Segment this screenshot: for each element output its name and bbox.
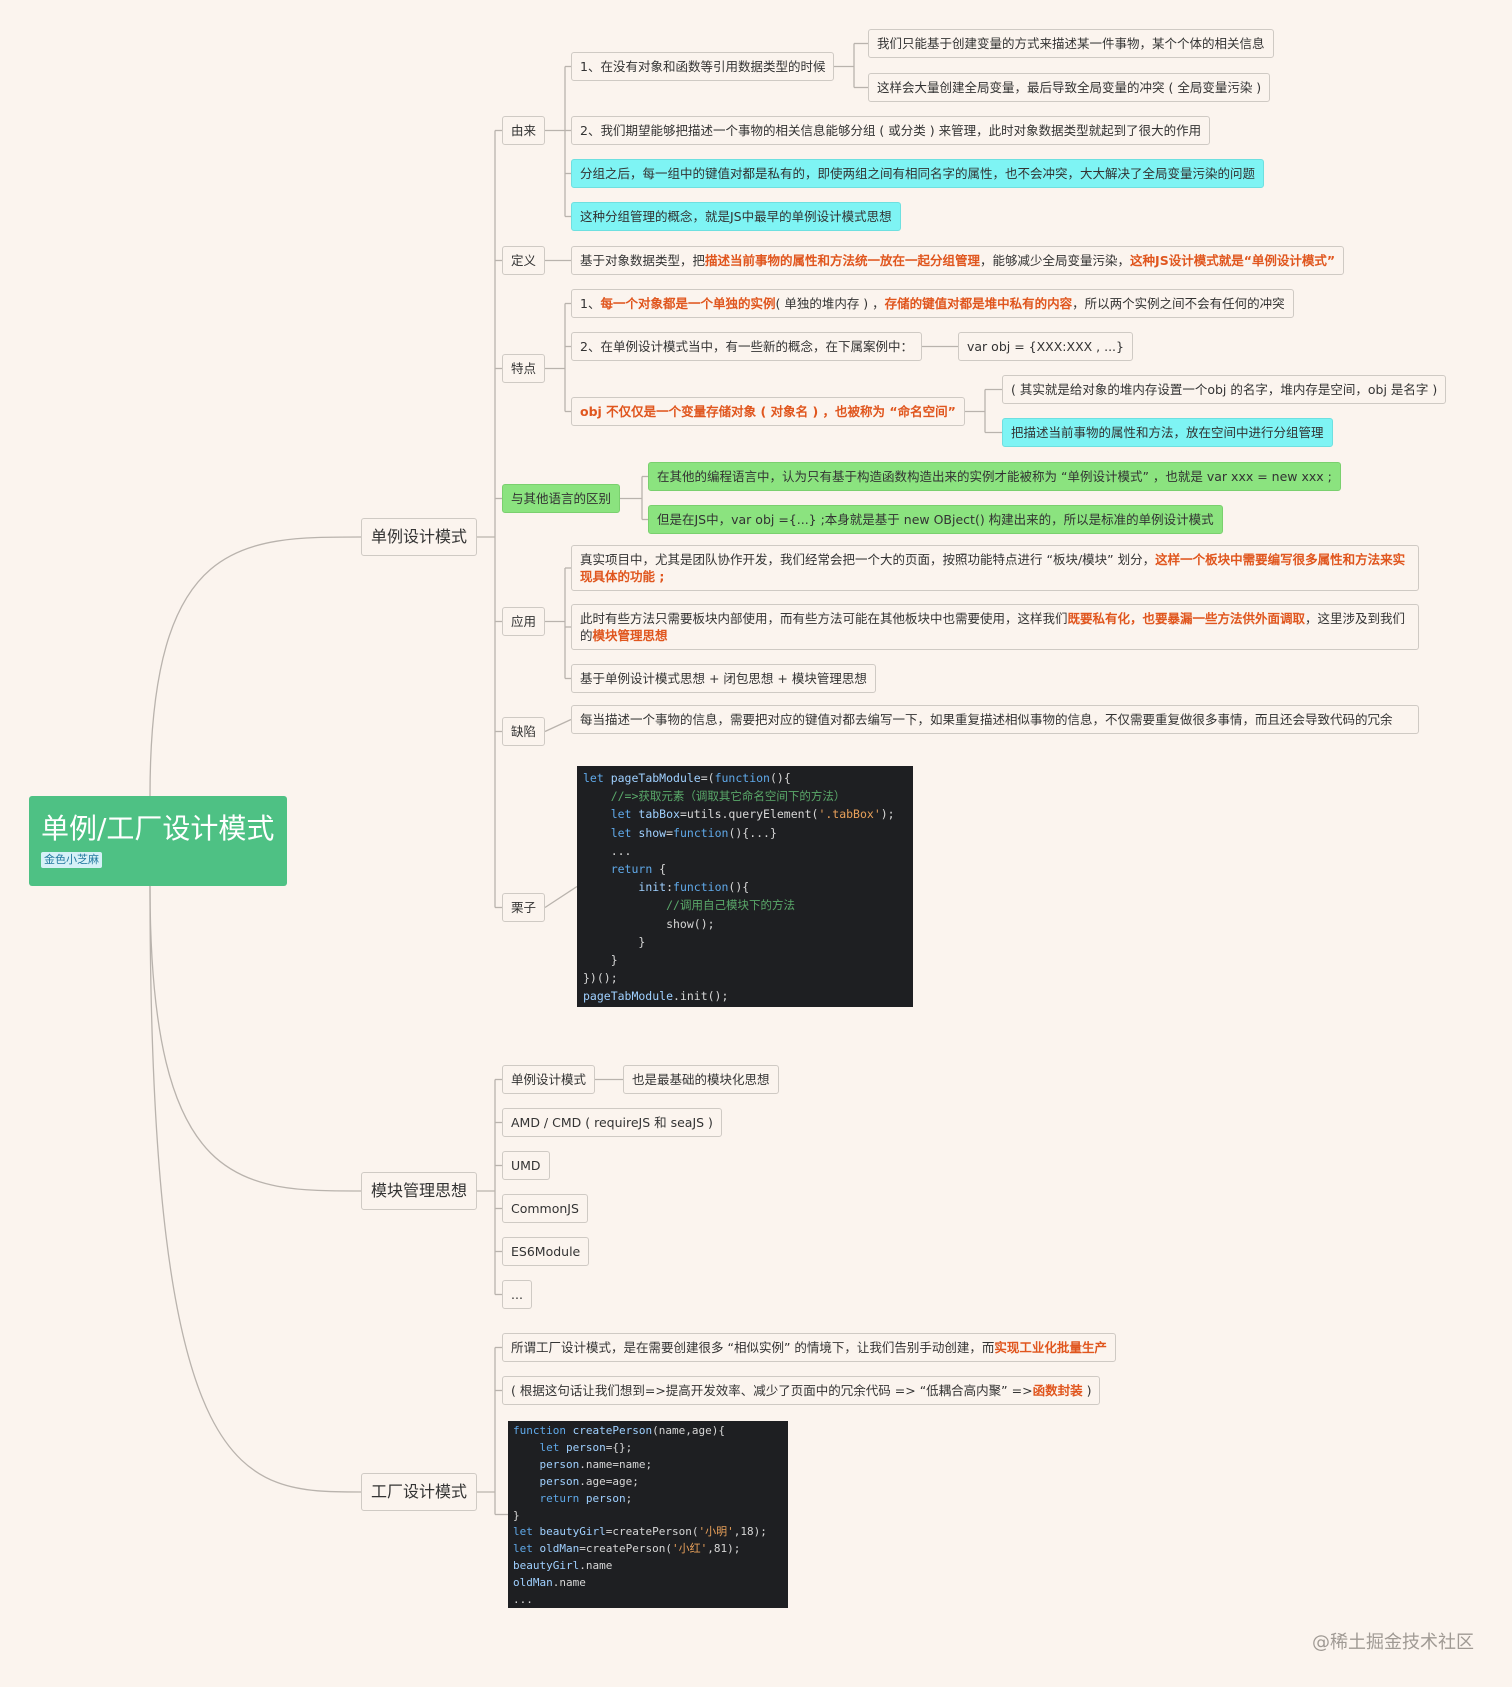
usage-item-1[interactable]: 真实项目中，尤其是团队协作开发，我们经常会把一个大的页面，按照功能特点进行 “板… — [571, 545, 1419, 591]
origin-item-1[interactable]: 1、在没有对象和函数等引用数据类型的时候 — [571, 52, 835, 81]
root-curve-singleton — [149, 536, 362, 797]
singleton-code-line: return { — [610, 862, 667, 877]
root-title: 单例/工厂设计模式 — [41, 812, 275, 845]
feature-1-text-1: 1、 — [580, 296, 601, 311]
flaw-link — [544, 718, 572, 733]
singleton-code-line: pageTabModule.init(); — [583, 989, 729, 1004]
feature-1[interactable]: 1、每一个对象都是一个单独的实例( 单独的堆内存 ) ，存储的键值对都是堆中私有… — [571, 289, 1294, 318]
module-amd-cmd[interactable]: AMD / CMD ( requireJS 和 seaJS ) — [502, 1108, 722, 1137]
root-author-tag: 金色小芝麻 — [41, 852, 102, 868]
definition-highlight-1: 描述当前事物的属性和方法统一放在一起分组管理 — [705, 253, 981, 268]
subtopic-example[interactable]: 栗子 — [502, 893, 546, 922]
singleton-code-line: })(); — [583, 971, 618, 986]
subtopic-origin[interactable]: 由来 — [502, 116, 546, 145]
origin-item-3[interactable]: 分组之后，每一组中的键值对都是私有的，即使两组之间有相同名字的属性，也不会冲突，… — [571, 159, 1265, 188]
definition-text-2: ，能够减少全局变量污染， — [980, 253, 1131, 268]
module-singleton-note[interactable]: 也是最基础的模块化思想 — [623, 1065, 779, 1094]
factory-code-line: person.name=name; — [539, 1457, 653, 1471]
subtopic-features[interactable]: 特点 — [502, 354, 546, 383]
topic-module-management[interactable]: 模块管理思想 — [361, 1172, 478, 1210]
root-curve-modules — [149, 885, 362, 1192]
factory-code-line: let beautyGirl=createPerson('小明',18); — [513, 1525, 767, 1539]
usage-2-highlight-2: 模块管理思想 — [592, 628, 668, 643]
example-link — [544, 885, 578, 909]
factory-code-line: return person; — [539, 1491, 633, 1505]
diff-item-2[interactable]: 但是在JS中，var obj ={...} ;本身就是基于 new OBject… — [648, 505, 1223, 534]
feature-3a[interactable]: ( 其实就是给对象的堆内存设置一个obj 的名字，堆内存是空间，obj 是名字 … — [1002, 375, 1447, 404]
factory-code-line: let oldMan=createPerson('小红',81); — [513, 1542, 741, 1556]
feature-2[interactable]: 2、在单例设计模式当中，有一些新的概念，在下属案例中： — [571, 332, 922, 361]
singleton-code-example[interactable]: let pageTabModule=(function(){ //=>获取元素（… — [577, 766, 913, 1007]
diff-item-1[interactable]: 在其他的编程语言中，认为只有基于构造函数构造出来的实例才能被称为 “单例设计模式… — [648, 462, 1341, 491]
factory-1-text: 所谓工厂设计模式，是在需要创建很多 “相似实例” 的情境下，让我们告别手动创建，… — [511, 1340, 995, 1355]
root-curve-factory — [149, 885, 362, 1493]
factory-code-line: function createPerson(name,age){ — [513, 1424, 725, 1437]
subtopic-definition[interactable]: 定义 — [502, 246, 546, 275]
usage-2-text-2: ，这里涉及到我们的 — [580, 611, 1406, 643]
factory-item-1[interactable]: 所谓工厂设计模式，是在需要创建很多 “相似实例” 的情境下，让我们告别手动创建，… — [502, 1333, 1116, 1362]
singleton-code-line: //=>获取元素（调取其它命名空间下的方法） — [610, 789, 846, 804]
factory-2-highlight: 函数封装 — [1032, 1383, 1083, 1398]
flaw-text[interactable]: 每当描述一个事物的信息，需要把对应的键值对都去编写一下，如果重复描述相似事物的信… — [571, 705, 1419, 734]
watermark: @稀土掘金技术社区 — [1312, 1632, 1474, 1653]
factory-item-2[interactable]: ( 根据这句话让我们想到=>提高开发效率、减少了页面中的冗余代码 => “低耦合… — [502, 1376, 1101, 1405]
feature-1-highlight-2: 存储的键值对都是堆中私有的内容 — [884, 296, 1073, 311]
usage-2-text-1: 此时有些方法只需要板块内部使用，而有些方法可能在其他板块中也需要使用，这样我们 — [580, 611, 1068, 626]
topic-singleton[interactable]: 单例设计模式 — [361, 518, 478, 556]
usage-item-3[interactable]: 基于单例设计模式思想 + 闭包思想 + 模块管理思想 — [571, 664, 876, 693]
factory-2-text-1: ( 根据这句话让我们想到=>提高开发效率、减少了页面中的冗余代码 => “低耦合… — [511, 1383, 1033, 1398]
root-topic[interactable]: 单例/工厂设计模式 金色小芝麻 — [29, 796, 287, 886]
singleton-code-line: let tabBox=utils.queryElement('.tabBox')… — [610, 807, 895, 822]
subtopic-usage[interactable]: 应用 — [502, 607, 546, 636]
subtopic-language-diff[interactable]: 与其他语言的区别 — [502, 484, 621, 513]
definition-text[interactable]: 基于对象数据类型，把描述当前事物的属性和方法统一放在一起分组管理，能够减少全局变… — [571, 246, 1345, 275]
factory-code-line: beautyGirl.name — [513, 1559, 613, 1573]
singleton-code-line: } — [583, 953, 618, 968]
factory-code-line: } — [513, 1508, 520, 1522]
definition-highlight-2: 这种JS设计模式就是“单例设计模式” — [1130, 253, 1336, 268]
module-more[interactable]: ... — [502, 1280, 532, 1309]
singleton-code-line: //调用自己模块下的方法 — [666, 898, 795, 913]
origin-item-1a[interactable]: 我们只能基于创建变量的方式来描述某一件事物，某个个体的相关信息 — [868, 29, 1274, 58]
module-singleton[interactable]: 单例设计模式 — [502, 1065, 596, 1094]
factory-2-text-2: ) — [1082, 1383, 1092, 1398]
origin-item-2[interactable]: 2、我们期望能够把描述一个事物的相关信息能够分组 ( 或分类 ) 来管理，此时对… — [571, 116, 1211, 145]
origin-item-1b[interactable]: 这样会大量创建全局变量，最后导致全局变量的冲突 ( 全局变量污染 ) — [868, 73, 1271, 102]
usage-2-highlight-1: 既要私有化，也要暴漏一些方法供外面调取 — [1067, 611, 1306, 626]
factory-1-highlight: 实现工业化批量生产 — [994, 1340, 1107, 1355]
feature-3[interactable]: obj 不仅仅是一个变量存储对象 ( 对象名 ) ，也被称为 “命名空间” — [571, 397, 965, 426]
singleton-code-line: show(); — [583, 916, 715, 931]
subtopic-flaw[interactable]: 缺陷 — [502, 717, 546, 746]
singleton-code-line: init:function(){ — [638, 880, 750, 895]
feature-1-text-3: ，所以两个实例之间不会有任何的冲突 — [1072, 296, 1285, 311]
singleton-code-line: let pageTabModule=(function(){ — [583, 771, 791, 785]
feature-1-highlight-1: 每一个对象都是一个单独的实例 — [600, 296, 776, 311]
definition-text-1: 基于对象数据类型，把 — [580, 253, 706, 268]
usage-1-text: 真实项目中，尤其是团队协作开发，我们经常会把一个大的页面，按照功能特点进行 “板… — [580, 552, 1156, 567]
singleton-code-line: } — [583, 934, 646, 949]
factory-code-line: oldMan.name — [513, 1576, 586, 1590]
topic-factory[interactable]: 工厂设计模式 — [361, 1473, 478, 1511]
usage-item-2[interactable]: 此时有些方法只需要板块内部使用，而有些方法可能在其他板块中也需要使用，这样我们既… — [571, 604, 1419, 650]
feature-2-code[interactable]: var obj = {XXX:XXX , ...} — [958, 332, 1133, 361]
feature-3b[interactable]: 把描述当前事物的属性和方法，放在空间中进行分组管理 — [1002, 418, 1333, 447]
module-commonjs[interactable]: CommonJS — [502, 1194, 588, 1223]
singleton-code-line: let show=function(){...} — [610, 825, 777, 840]
usage-1-highlight: 这样一个板块中需要编写很多属性和方法来实现具体的功能 ; — [580, 552, 1406, 584]
factory-code-example[interactable]: function createPerson(name,age){ let per… — [508, 1421, 788, 1608]
module-umd[interactable]: UMD — [502, 1151, 550, 1180]
origin-item-4[interactable]: 这种分组管理的概念，就是JS中最早的单例设计模式思想 — [571, 202, 901, 231]
factory-code-line: person.age=age; — [539, 1474, 639, 1488]
feature-1-text-2: ( 单独的堆内存 ) ， — [775, 296, 885, 311]
factory-code-line: let person={}; — [539, 1440, 633, 1454]
module-es6[interactable]: ES6Module — [502, 1237, 590, 1266]
singleton-code-line: ... — [583, 843, 632, 858]
factory-code-line: ... — [513, 1593, 533, 1607]
